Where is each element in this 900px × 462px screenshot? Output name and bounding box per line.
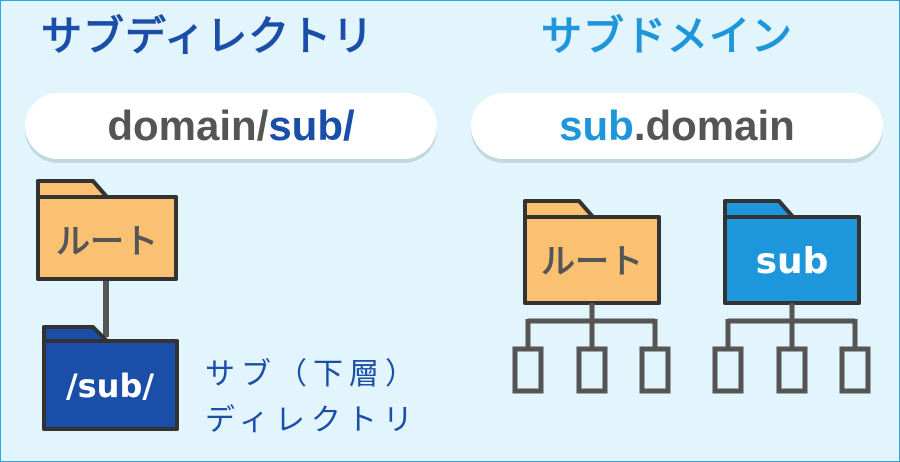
subdomain-sub-page-tree	[712, 303, 871, 394]
subdomain-root-folder-icon: ルート	[523, 199, 661, 305]
subdirectory-root-folder-label: ルート	[56, 222, 158, 262]
page-icon	[839, 346, 871, 394]
subdirectory-title: サブディレクトリ	[41, 12, 375, 60]
subdomain-url-pill: sub.domain	[471, 93, 883, 159]
subdomain-root-folder-label: ルート	[541, 242, 643, 282]
subdirectory-url-sub: sub/	[268, 102, 355, 149]
subdirectory-url-domain: domain/	[107, 102, 269, 149]
page-icon	[639, 346, 671, 394]
subdirectory-root-folder-icon: ルート	[36, 179, 178, 281]
subdomain-title: サブドメイン	[541, 12, 793, 60]
subdomain-sub-folder-icon: sub	[723, 199, 861, 305]
subdomain-root-page-tree	[512, 303, 671, 394]
subdirectory-note-line2: ディレクトリ	[205, 403, 419, 438]
page-icon	[712, 346, 744, 394]
subdirectory-note-line1: サブ（下層）	[205, 357, 421, 392]
page-icon	[576, 346, 608, 394]
subdomain-sub-folder-label: sub	[756, 241, 829, 282]
subdirectory-sub-folder-label: /sub/	[66, 367, 154, 405]
subdirectory-url-pill: domain/sub/	[25, 93, 437, 159]
subdomain-url-domain: .domain	[633, 102, 795, 149]
subdirectory-sub-folder-icon: /sub/	[42, 325, 179, 431]
subdomain-url-sub: sub	[559, 102, 634, 149]
page-icon	[776, 346, 808, 394]
page-icon	[512, 346, 544, 394]
